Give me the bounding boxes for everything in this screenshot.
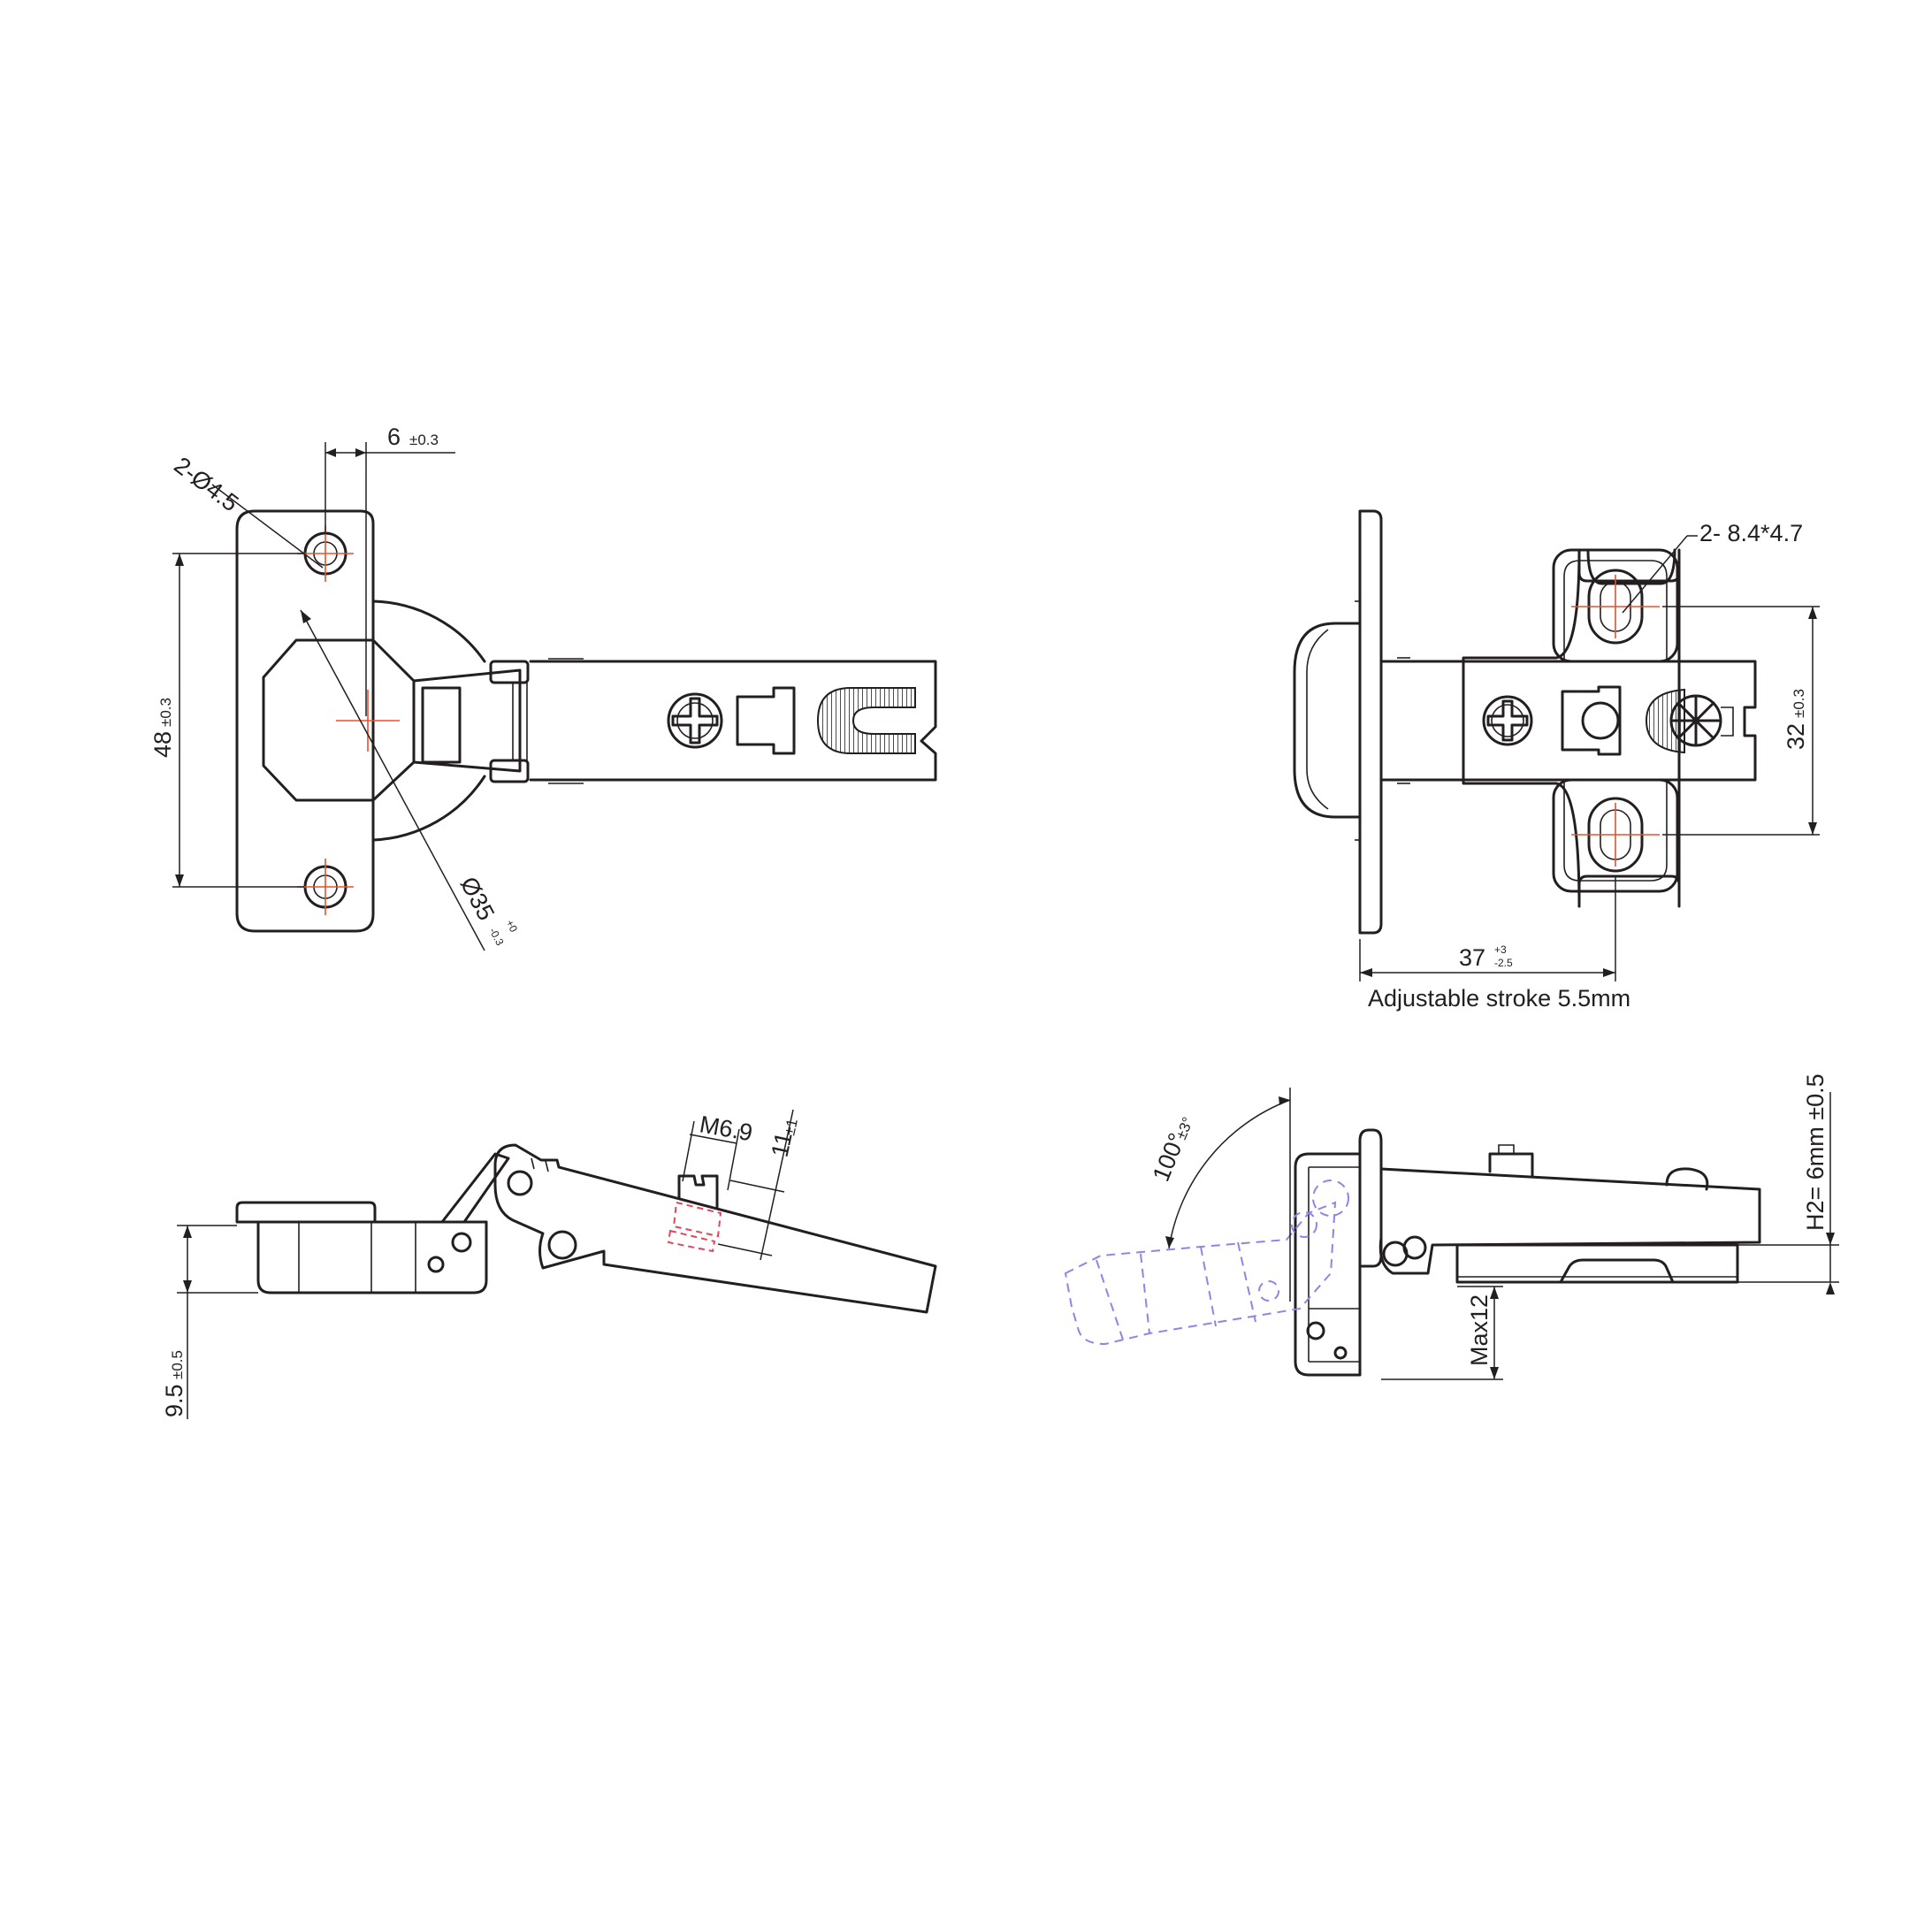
plate-arm — [1379, 660, 1757, 782]
opening-view-hinge — [1064, 1128, 1761, 1377]
cup-wing-plate — [235, 509, 375, 933]
adjust-screw-head — [667, 692, 723, 749]
arm-screw-head — [677, 1174, 719, 1209]
plate-spacing-tolerance: ±0.3 — [1791, 689, 1807, 718]
top-view-dimensions: 6 ±0.3 2-Ø4.5 48 ±0.3 Ø35 +0 -0.3 — [149, 424, 520, 951]
height-tolerance: ±0.3 — [157, 698, 174, 727]
cup-diameter: Ø35 — [455, 873, 500, 925]
plate-view-dimensions: 2- 8.4*4.7 32 ±0.3 37 +3 -2.5 Adjustable… — [1359, 520, 1820, 1012]
cup-body-side — [256, 1220, 488, 1294]
screw-length-value: 11 — [767, 1130, 798, 1160]
hinge-linkage — [412, 668, 522, 773]
side-view-hinge — [235, 1143, 937, 1314]
arm-closed — [1378, 1167, 1761, 1275]
arm-open-phantom — [1064, 1201, 1337, 1346]
arm-slot-hatched — [816, 687, 916, 754]
cup-flange-side — [235, 1201, 377, 1224]
offset-value: 6 — [387, 424, 401, 450]
opening-angle-tolerance: ±3° — [1172, 1115, 1196, 1142]
cup-tol-lower: -0.3 — [486, 926, 506, 948]
h2-spec: H2= 6mm ±0.5 — [1802, 1073, 1829, 1231]
plate-depth-tol-lower: -2.5 — [1494, 957, 1513, 969]
adjustable-stroke-note: Adjustable stroke 5.5mm — [1368, 985, 1630, 1012]
cup-bulge — [1293, 622, 1362, 819]
screw-length-tolerance: ±1 — [781, 1117, 800, 1136]
thread-spec: M6.9 — [698, 1111, 754, 1146]
arm-window — [736, 686, 796, 755]
hole-spec: 2-Ø4.5 — [169, 452, 243, 517]
max-thickness: Max12 — [1466, 1294, 1493, 1366]
hinge-arm — [529, 660, 937, 782]
cup-body-round — [371, 599, 486, 663]
slot-spec: 2- 8.4*4.7 — [1699, 520, 1803, 546]
door-side-plate — [1358, 509, 1383, 935]
plate-depth-value: 37 — [1459, 944, 1485, 971]
cup-depth-value: 9.5 — [161, 1384, 187, 1417]
cup-depth-tolerance: ±0.5 — [169, 1350, 186, 1379]
plate-spacing-value: 32 — [1783, 723, 1809, 750]
cup-body-closed — [1294, 1152, 1362, 1377]
opening-view-dimensions: 100° ±3° H2= 6mm ±0.5 Max12 — [1148, 1073, 1839, 1380]
cup-tol-upper: +0 — [503, 918, 520, 935]
arm-side — [493, 1143, 937, 1314]
door-panel-side — [1358, 1128, 1383, 1268]
hidden-screw-threads — [667, 1201, 722, 1253]
cam-screw — [1669, 694, 1722, 747]
plate-view-hinge — [1293, 509, 1757, 935]
plate-adjust-screw — [1482, 695, 1533, 746]
depth-screw — [1581, 701, 1620, 740]
top-view-hinge — [235, 509, 937, 933]
plate-depth-tol-upper: +3 — [1494, 943, 1507, 956]
offset-tolerance: ±0.3 — [409, 431, 439, 448]
height-value: 48 — [149, 731, 176, 758]
cup-octagon-recess — [262, 638, 416, 802]
